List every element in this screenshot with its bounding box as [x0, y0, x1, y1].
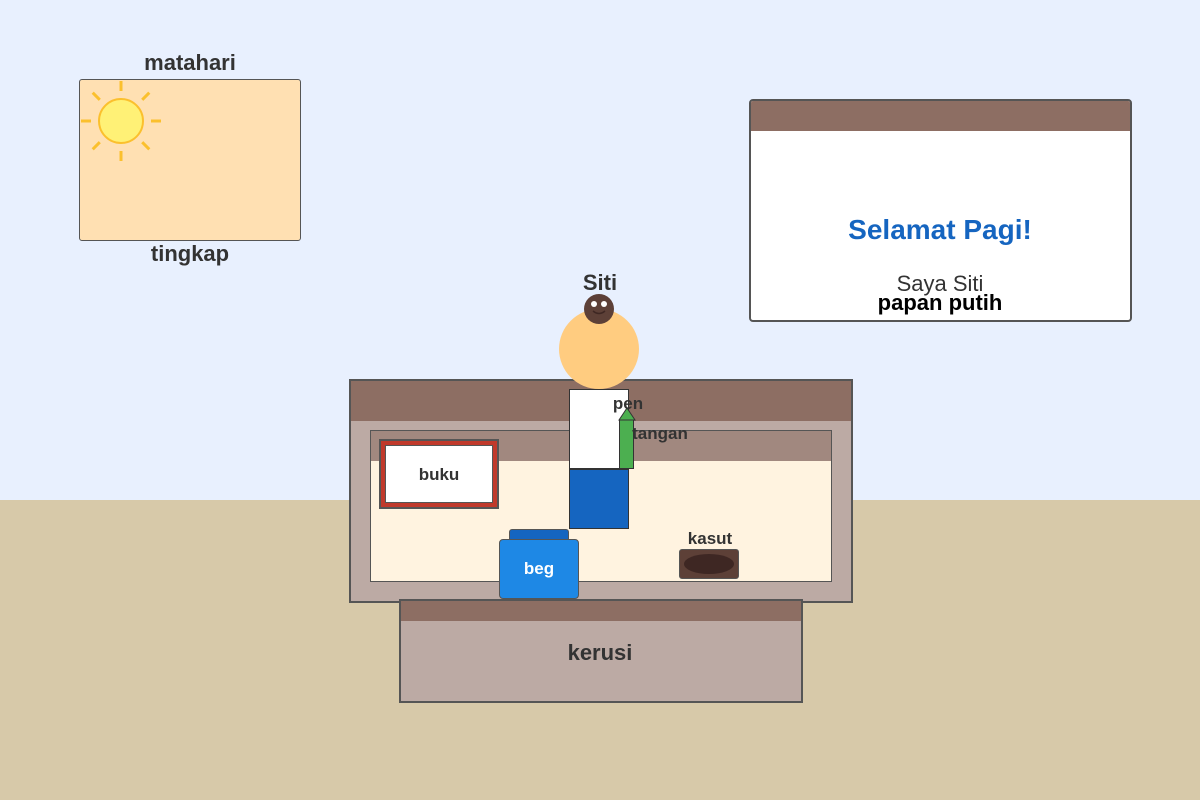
shoe-sole — [684, 554, 734, 574]
sun-ray — [91, 91, 101, 101]
book-label: buku — [418, 465, 460, 484]
board-intro: Saya Siti — [896, 271, 984, 296]
whiteboard — [749, 99, 1132, 322]
backpack-icon — [499, 539, 579, 599]
person-pants — [569, 469, 629, 529]
person-label: Siti — [582, 270, 618, 295]
sun-ray — [141, 141, 151, 151]
shoe-label: kasut — [687, 529, 733, 548]
sun-label: matahari — [144, 50, 236, 75]
face-features — [591, 301, 607, 315]
chair-seat-edge — [401, 601, 801, 621]
shoe-icon — [679, 549, 739, 579]
book-page — [385, 445, 493, 503]
sun-ray — [91, 141, 101, 151]
person-face — [584, 294, 614, 324]
window-label: tingkap — [150, 241, 230, 266]
board-greeting: Selamat Pagi! — [848, 214, 1032, 245]
book-icon — [379, 439, 499, 509]
sun-ray — [141, 91, 151, 101]
whiteboard-frame-top — [751, 101, 1130, 131]
pencil-tip — [618, 407, 636, 421]
whiteboard-label: papan putih — [877, 290, 1003, 315]
hand-label: tangan — [632, 424, 688, 443]
chair-label: kerusi — [567, 640, 633, 665]
sun-icon — [81, 81, 161, 161]
bag-label: beg — [523, 559, 555, 578]
window — [79, 79, 301, 241]
chair — [399, 599, 803, 703]
pen-label: pen — [612, 394, 644, 413]
